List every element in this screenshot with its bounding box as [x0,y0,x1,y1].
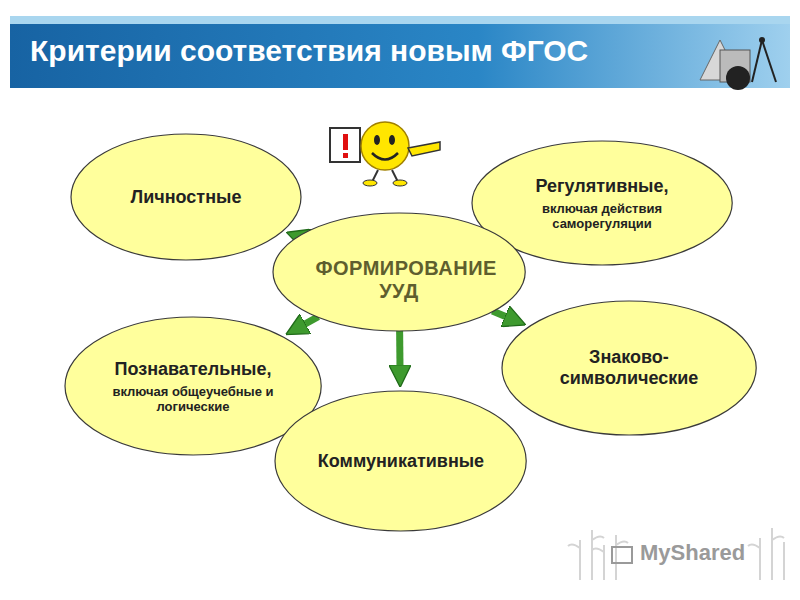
node-subtext: включая действия саморегуляции [516,201,689,231]
plants-watermark [568,528,784,580]
category-ellipse: Знаково- символические [501,300,757,436]
node-heading: Личностные [131,187,242,208]
green-arrow [296,317,319,330]
node-heading: ФОРМИРОВАНИЕ УУД [315,257,482,303]
node-heading: Регулятивные, [536,176,669,197]
category-ellipse: Коммуникативные [274,390,527,532]
watermark: MyShared [640,540,745,566]
green-arrow [396,330,403,376]
smiley-icon [330,122,440,186]
green-arrow [492,311,515,321]
node-subtext: включая общеучебные и логические [108,384,278,414]
category-ellipse: Личностные [70,133,302,261]
header-band [10,24,790,88]
node-heading: Знаково- символические [545,347,713,389]
node-heading: Познавательные, [115,359,272,380]
slide-title: Критерии соответствия новым ФГОС [30,34,588,68]
center-ellipse: ФОРМИРОВАНИЕ УУД [272,212,526,332]
header-strip [10,16,790,24]
node-heading: Коммуникативные [318,451,484,472]
geometry-icon [700,37,776,90]
category-ellipse: Познавательные, включая общеучебные и лог… [64,316,322,456]
